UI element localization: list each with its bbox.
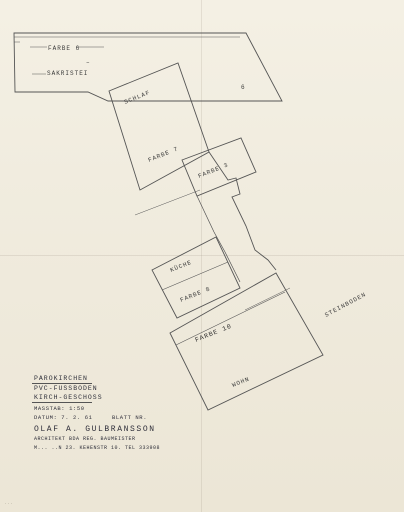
title-line-3: KIRCH-GESCHOSS	[34, 394, 103, 401]
title-date: DATUM: 7. 2. 61	[34, 414, 93, 421]
label-farbe-8: FARBE 8	[179, 285, 211, 304]
wohn-divider	[175, 291, 286, 346]
title-architect: OLAF A. GULBRANSSON	[34, 425, 156, 434]
ext-line-2	[244, 287, 291, 311]
title-line-2: PVC-FUSSBODEN	[34, 385, 98, 392]
label-schlaf: SCHLAF	[123, 89, 151, 106]
label-dash: –	[86, 59, 91, 66]
wohn-outline	[169, 272, 324, 411]
stepped-wall	[208, 151, 277, 271]
schlaf-room-outline	[108, 62, 210, 191]
label-sakristei: SAKRISTEI	[47, 70, 88, 77]
title-rule-2	[32, 402, 92, 403]
label-farbe-3: FARBE 3	[197, 161, 229, 180]
fold-line-vertical	[201, 0, 202, 512]
label-wohn: WOHN	[231, 375, 251, 388]
label-kuche: KÜCHE	[169, 259, 193, 274]
title-sheet-number: BLATT NR.	[112, 414, 148, 421]
title-address: M... ..N 23. KEHENSTR 10. TEL 333908	[34, 445, 161, 451]
title-line-1: PAROKIRCHEN	[34, 375, 88, 382]
ext-line-1	[134, 189, 201, 216]
archive-stamp: ...	[4, 500, 14, 506]
title-profession: ARCHITEKT BDA REG. BAUMEISTER	[34, 436, 136, 442]
fold-line-horizontal	[0, 255, 404, 256]
label-farbe-6-top: FARBE 6	[48, 45, 80, 52]
label-farbe-7: FARBE 7	[147, 145, 179, 164]
label-room-6: 6	[241, 84, 246, 91]
corridor-outline	[181, 137, 257, 197]
farbe-8-divider	[161, 261, 229, 291]
kuche-outline	[151, 236, 241, 319]
title-rule-1	[32, 383, 92, 384]
title-scale: MASSTAB: 1:50	[34, 405, 85, 412]
label-steinboden: STEINBODEN	[324, 291, 368, 319]
stepped-wall-inner	[196, 195, 241, 283]
sakristei-outline	[13, 32, 283, 102]
